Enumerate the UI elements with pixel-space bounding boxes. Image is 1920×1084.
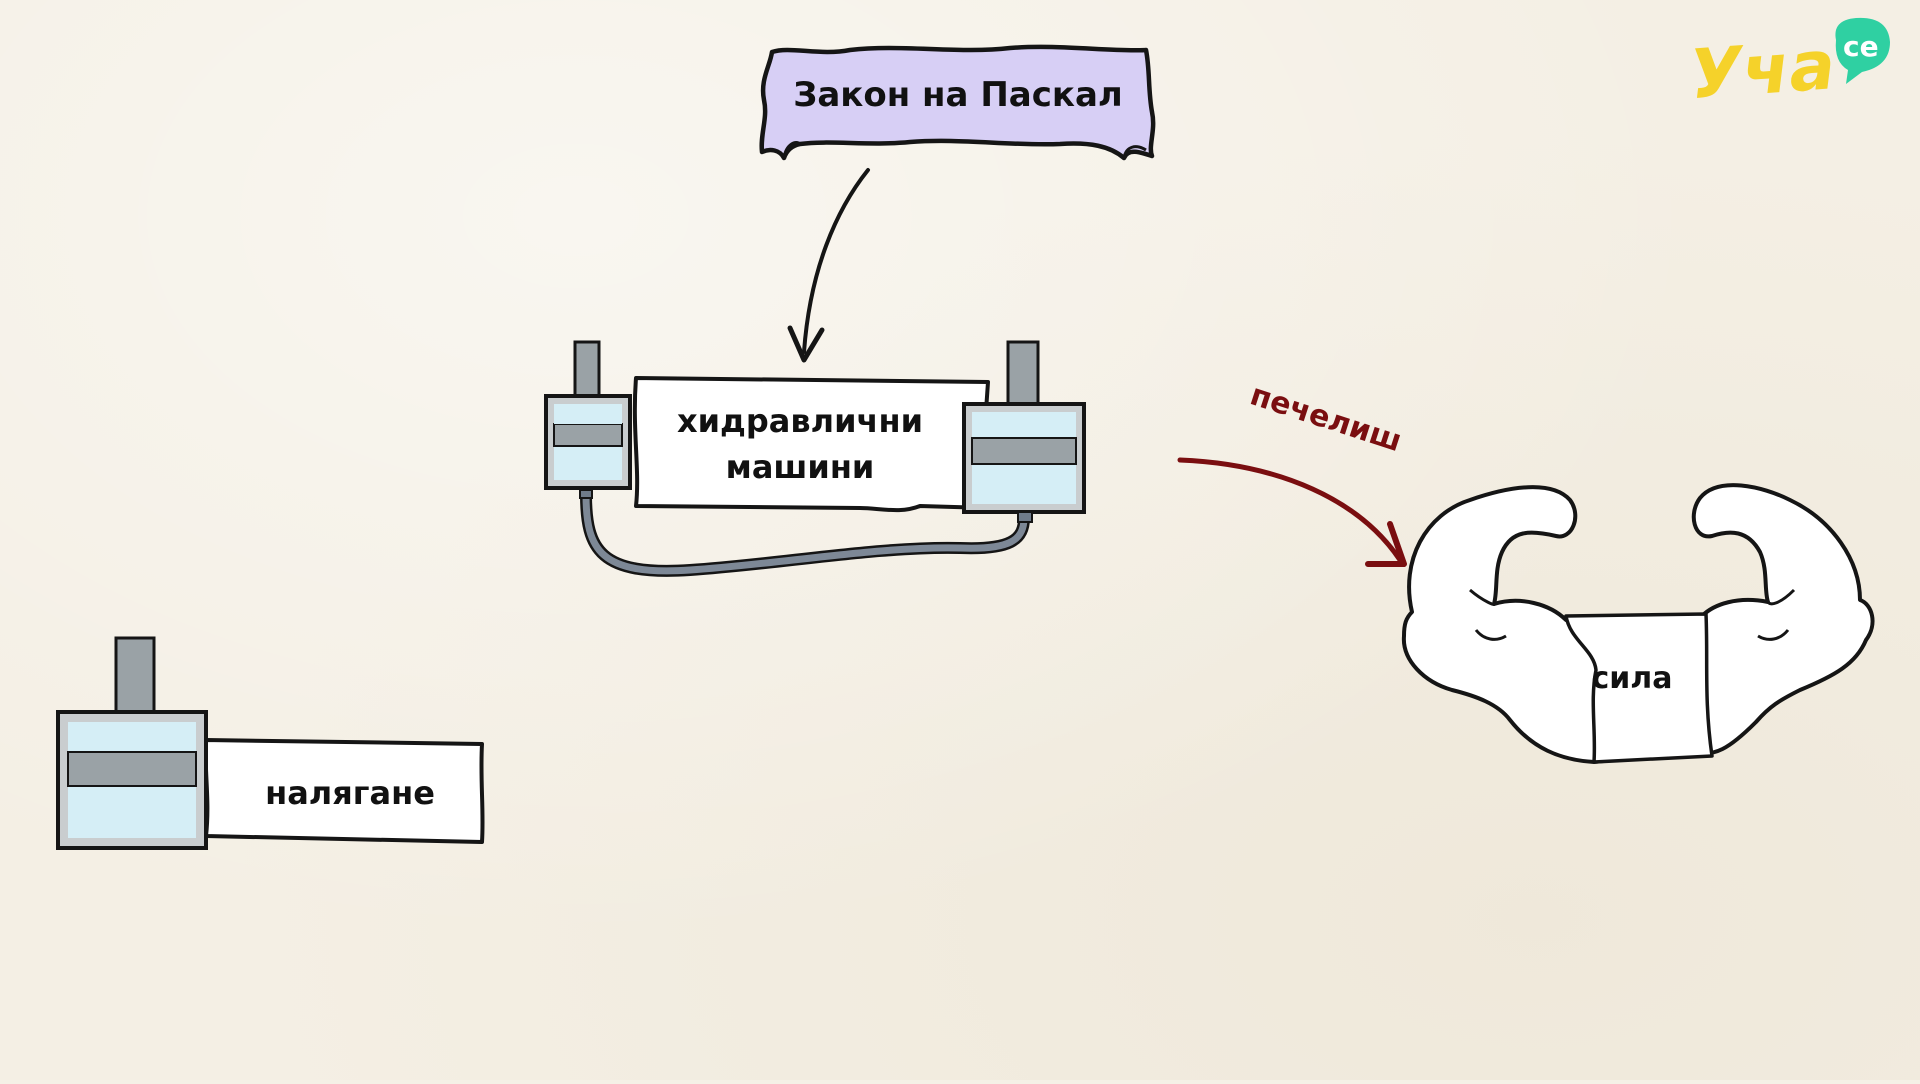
logo-text: Уча [1687,26,1837,115]
small-cylinder [544,340,632,499]
arrow-machines-to-force: печелиш [1177,377,1407,567]
force-node: сила [1401,483,1875,764]
large-cylinder [962,340,1086,523]
title-banner: Закон на Паскал [759,44,1156,161]
force-label-card [1564,612,1714,764]
ucha-se-logo[interactable]: Уча се [1687,17,1890,115]
pressure-node: налягане [56,636,485,850]
pressure-label: налягане [265,774,435,812]
logo-badge: се [1835,17,1890,84]
hydraulic-machine-node: хидравлични машини [544,340,1086,577]
banner-title: Закон на Паскал [793,75,1123,115]
banner-scroll-shape [759,44,1156,161]
pressure-cylinder [56,636,208,850]
force-label: сила [1591,661,1672,696]
hydraulic-label-card [632,376,990,513]
arrow-banner-to-machines [787,168,870,363]
hydraulic-label-line2: машини [726,448,875,486]
hydraulic-label-line1: хидравлични [677,402,923,440]
win-label: печелиш [1246,377,1406,459]
logo-badge-text: се [1843,30,1879,63]
